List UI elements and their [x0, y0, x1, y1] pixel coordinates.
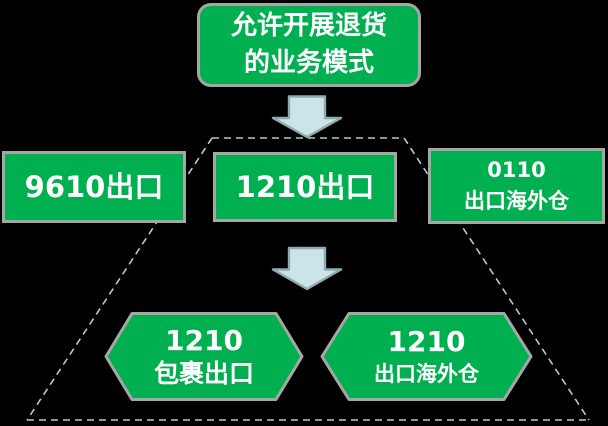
hexagon-shape	[104, 312, 304, 401]
box-1210-label: 1210出口	[235, 169, 375, 204]
hex-1210-parcel-export: 1210 包裹出口	[104, 311, 304, 402]
hex-1210-export-overseas-warehouse: 1210 出口海外仓	[320, 311, 533, 402]
box-1210-export: 1210出口	[213, 152, 397, 222]
box-0110-line1: 0110	[487, 157, 546, 182]
root-box-line1: 允许开展退货	[230, 11, 387, 42]
down-arrow-icon-bottom	[271, 246, 343, 291]
hexagon-polygon	[104, 312, 304, 401]
hexagon-polygon	[320, 312, 533, 401]
down-arrow-shape	[271, 246, 343, 291]
hex-parcel-line1: 1210	[165, 323, 243, 357]
box-0110-overseas-warehouse: 0110 出口海外仓	[428, 148, 605, 224]
root-box-return-modes: 允许开展退货 的业务模式	[197, 3, 421, 87]
hex-parcel-line2: 包裹出口	[153, 358, 254, 388]
box-9610-label: 9610出口	[24, 169, 164, 204]
down-arrow-shape	[271, 95, 343, 139]
root-box-line2: 的业务模式	[243, 48, 374, 78]
hex-overseas-line1: 1210	[387, 324, 466, 358]
down-arrow-icon-top	[271, 95, 343, 139]
box-9610-export: 9610出口	[2, 151, 186, 223]
box-0110-line2: 出口海外仓	[464, 189, 569, 213]
hex-overseas-line2: 出口海外仓	[374, 361, 479, 386]
hexagon-shape	[320, 312, 533, 401]
